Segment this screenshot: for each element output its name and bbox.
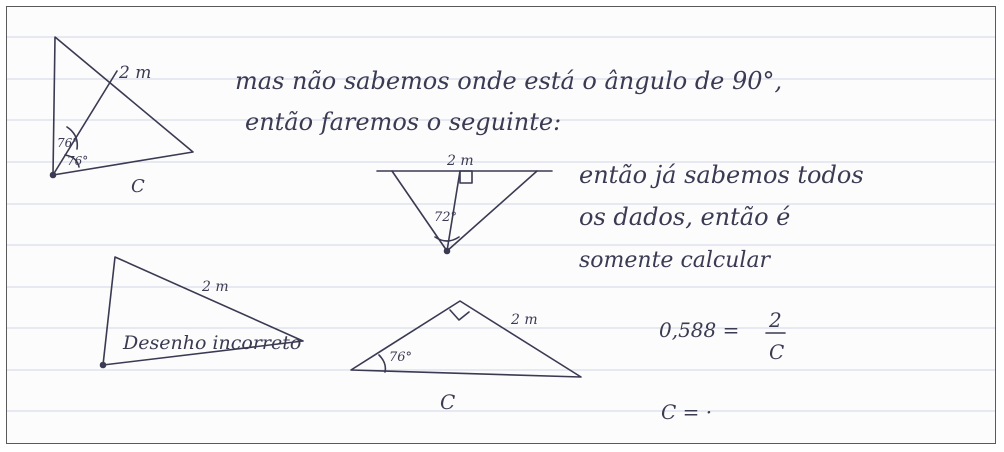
note-line2: então faremos o seguinte: bbox=[245, 108, 561, 136]
equation-numerator: 2 bbox=[768, 308, 782, 332]
figure3-vertex bbox=[99, 361, 107, 369]
figure1-angle-arc bbox=[66, 126, 79, 150]
figure2-height bbox=[446, 170, 461, 252]
note-line3: então já sabemos todos bbox=[579, 161, 864, 189]
handwriting: 2 m 76° 76° C mas não sabemos onde está … bbox=[57, 63, 864, 424]
figure1-vertex bbox=[49, 171, 57, 179]
wrong-drawing-label: Desenho incorreto bbox=[122, 332, 301, 354]
figure2-left-side bbox=[391, 170, 448, 252]
figure4-base-label: C bbox=[440, 390, 455, 414]
figure3-triangle bbox=[99, 256, 304, 369]
figure2-vertex bbox=[443, 247, 451, 255]
figure1-triangle bbox=[49, 36, 194, 179]
note-line4: os dados, então é bbox=[579, 203, 790, 231]
equation-denominator: C bbox=[769, 340, 784, 364]
figure1-angle-arc bbox=[64, 154, 80, 168]
figure1-base-label: C bbox=[131, 176, 145, 197]
equation-lhs: 0,588 = bbox=[659, 318, 739, 342]
figure1-angle-top: 76° bbox=[57, 136, 78, 150]
figure3-outline bbox=[102, 256, 304, 366]
handwritten-content: 2 m 76° 76° C mas não sabemos onde está … bbox=[7, 36, 995, 424]
figure4-right-angle-mark bbox=[449, 309, 470, 321]
equation-result: C = · bbox=[661, 400, 712, 424]
figure2-side-label: 2 m bbox=[446, 153, 474, 169]
figure3-side-label: 2 m bbox=[201, 279, 229, 295]
note-line1: mas não sabemos onde está o ângulo de 90… bbox=[235, 67, 782, 95]
figure2-angle-arc bbox=[434, 236, 460, 242]
figure1-bisector bbox=[52, 70, 118, 176]
note-line5: somente calcular bbox=[579, 248, 772, 273]
notebook-page: 2 m 76° 76° C mas não sabemos onde está … bbox=[6, 6, 996, 444]
figure4-outline bbox=[350, 300, 582, 378]
figure4-triangle bbox=[350, 300, 582, 378]
figure4-angle-arc bbox=[378, 354, 387, 373]
figure1-side-label: 2 m bbox=[118, 63, 151, 83]
figure4-angle-label: 76° bbox=[389, 350, 412, 365]
figure2-right-angle-mark bbox=[459, 170, 473, 184]
figure4-side-label: 2 m bbox=[510, 312, 538, 328]
ruled-lines bbox=[7, 36, 995, 412]
figure2-right-side bbox=[446, 170, 538, 252]
figure1-outline bbox=[52, 36, 194, 176]
figure1-angle-bottom: 76° bbox=[67, 154, 88, 168]
figure2-triangle bbox=[376, 170, 553, 255]
figure2-angle-label: 72° bbox=[434, 210, 457, 225]
